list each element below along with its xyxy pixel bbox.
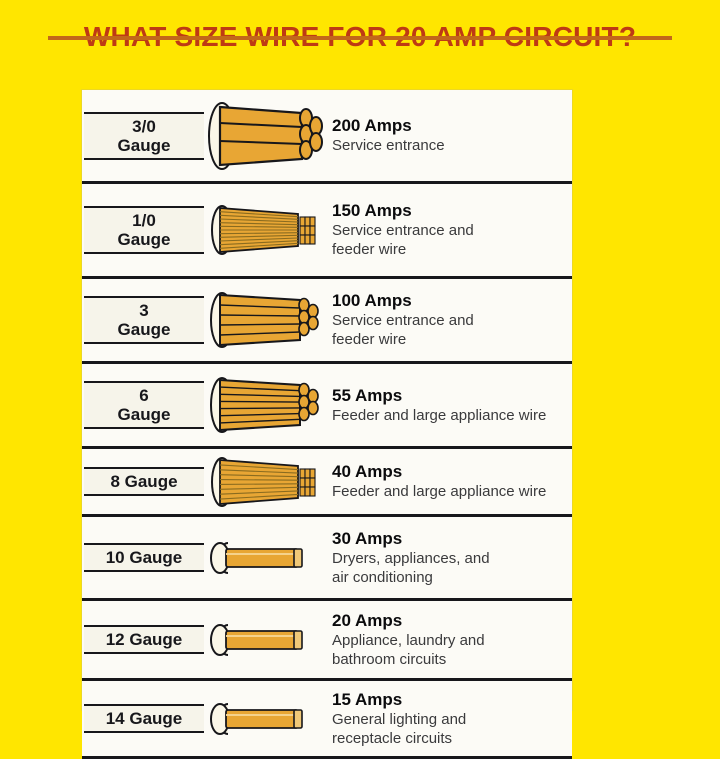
wire-illustration-svg xyxy=(210,702,303,735)
gauge-label: 14 Gauge xyxy=(105,709,183,728)
usage-description: Feeder and large appliance wire xyxy=(332,483,547,500)
usage-description: Service entrance and feeder wire xyxy=(332,222,474,258)
usage-description: Service entrance xyxy=(332,137,445,154)
gauge-cell: 14 Gauge xyxy=(82,681,206,756)
gauge-cell: 8 Gauge xyxy=(82,449,206,514)
usage-description: Service entrance and feeder wire xyxy=(332,312,474,348)
gauge-label: 3 Gauge xyxy=(117,301,171,339)
gauge-label-box: 3 Gauge xyxy=(84,296,204,344)
gauge-label: 6 Gauge xyxy=(117,386,171,424)
gauge-label-box: 3/0 Gauge xyxy=(84,111,204,160)
ampacity-value: 15 Amps xyxy=(332,689,403,709)
gauge-label: 12 Gauge xyxy=(105,630,183,649)
gauge-label-box: 12 Gauge xyxy=(84,625,204,654)
wire-icon xyxy=(206,517,326,598)
wire-icon xyxy=(206,279,326,361)
wire-illustration-svg xyxy=(210,292,319,348)
wire-icon xyxy=(206,364,326,446)
gauge-label: 10 Gauge xyxy=(105,548,183,567)
gauge-cell: 1/0 Gauge xyxy=(82,184,206,276)
gauge-label-box: 1/0 Gauge xyxy=(84,206,204,254)
ampacity-value: 100 Amps xyxy=(332,291,412,310)
wire-illustration-svg xyxy=(211,456,316,507)
gauge-label: 3/0 Gauge xyxy=(117,116,171,155)
wire-illustration-svg xyxy=(211,205,316,255)
gauge-cell: 10 Gauge xyxy=(82,517,206,598)
gauge-cell: 3 Gauge xyxy=(82,279,206,361)
usage-description: Feeder and large appliance wire xyxy=(332,406,547,424)
gauge-cell: 3/0 Gauge xyxy=(82,90,206,181)
wire-illustration-svg xyxy=(208,101,323,170)
wire-illustration-svg xyxy=(210,623,303,656)
wire-icon xyxy=(206,184,326,276)
gauge-label-box: 10 Gauge xyxy=(84,543,204,572)
gauge-label-box: 6 Gauge xyxy=(84,381,204,429)
wire-icon xyxy=(206,681,326,756)
usage-description: Appliance, laundry and bathroom circuits xyxy=(332,631,485,668)
ampacity-value: 40 Amps xyxy=(332,462,403,481)
ampacity-value: 20 Amps xyxy=(332,610,403,630)
usage-description: Dryers, appliances, and air conditioning xyxy=(332,549,490,586)
gauge-label: 1/0 Gauge xyxy=(117,211,171,249)
wire-icon xyxy=(206,90,326,181)
wire-icon xyxy=(206,601,326,678)
gauge-label: 8 Gauge xyxy=(110,472,178,491)
gauge-cell: 6 Gauge xyxy=(82,364,206,446)
usage-description: General lighting and receptacle circuits xyxy=(332,710,467,747)
ampacity-value: 30 Amps xyxy=(332,528,403,548)
gauge-label-box: 8 Gauge xyxy=(84,467,204,496)
ampacity-value: 200 Amps xyxy=(332,116,412,135)
wire-illustration-svg xyxy=(210,377,319,433)
wire-icon xyxy=(206,449,326,514)
gauge-label-box: 14 Gauge xyxy=(84,704,204,733)
title-underline xyxy=(48,36,672,40)
gauge-cell: 12 Gauge xyxy=(82,601,206,678)
ampacity-value: 55 Amps xyxy=(332,385,403,405)
wire-illustration-svg xyxy=(210,541,303,574)
ampacity-value: 150 Amps xyxy=(332,201,412,220)
